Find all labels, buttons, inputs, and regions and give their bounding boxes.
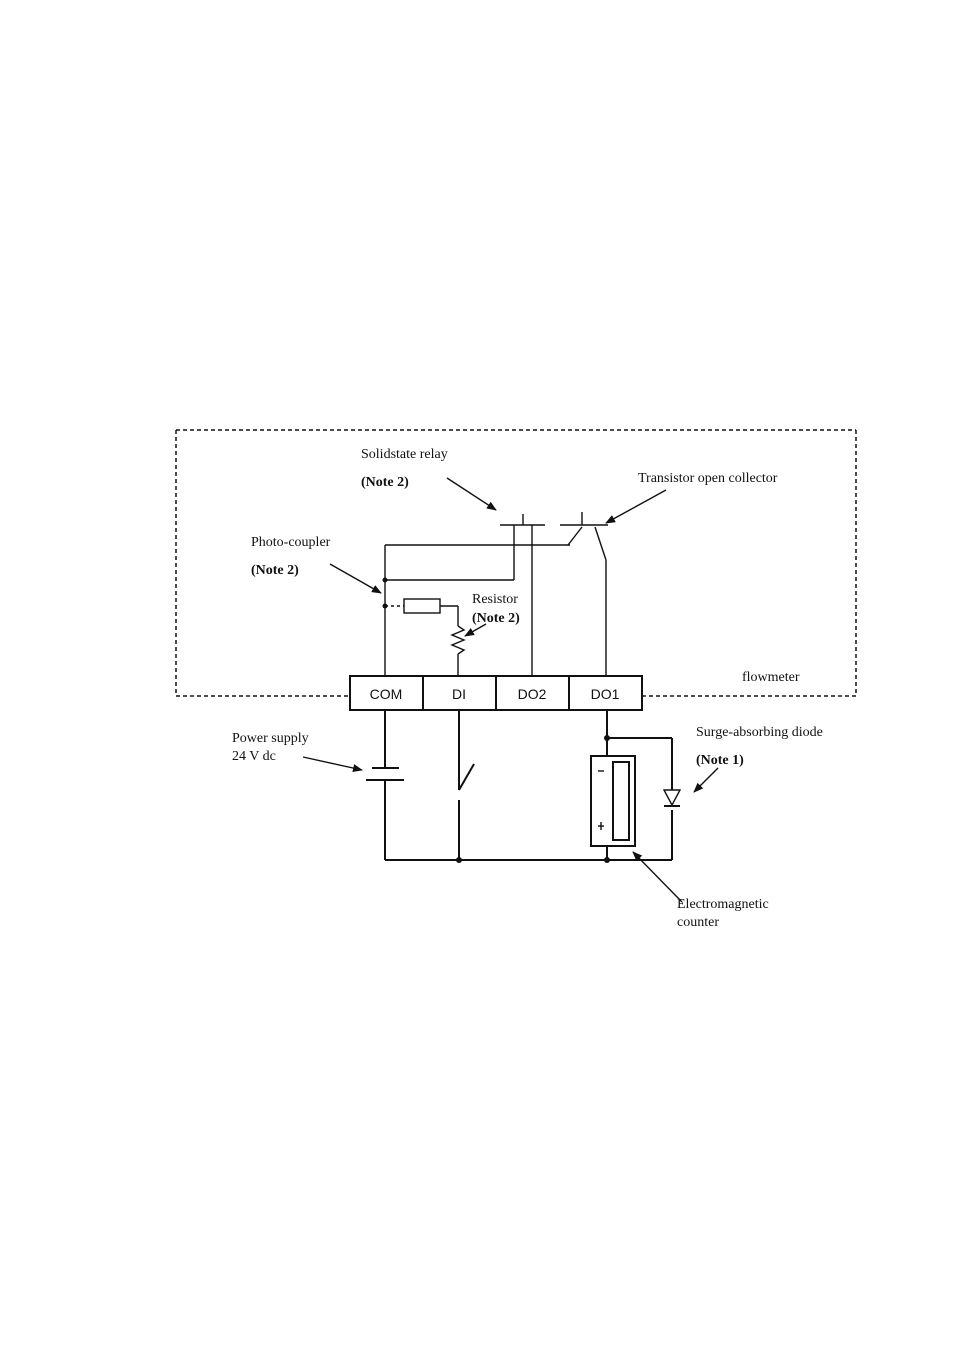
photo-coupler-note: (Note 2) <box>251 563 299 578</box>
surge-diode-label: Surge-absorbing diode <box>696 725 823 740</box>
pointer-arrows <box>303 478 718 902</box>
power-supply-voltage: 24 V dc <box>232 749 276 764</box>
photo-coupler-label: Photo-coupler <box>251 535 331 550</box>
power-supply-label: Power supply <box>232 731 309 746</box>
surge-diode-symbol <box>664 790 680 806</box>
counter-label: Electromagnetic <box>677 897 769 912</box>
electromagnetic-counter <box>591 756 635 846</box>
terminal-com: COM <box>370 686 403 702</box>
resistor-label: Resistor <box>472 592 518 607</box>
solidstate-relay-label: Solidstate relay <box>361 447 448 462</box>
terminal-block: COM DI DO2 DO1 <box>350 676 642 710</box>
surge-diode-note: (Note 1) <box>696 753 744 768</box>
counter-label-2: counter <box>677 915 719 930</box>
transistor-label: Transistor open collector <box>638 471 778 486</box>
terminal-do1: DO1 <box>591 686 620 702</box>
solidstate-relay-note: (Note 2) <box>361 475 409 490</box>
terminal-do2: DO2 <box>518 686 547 702</box>
resistor-note: (Note 2) <box>472 611 520 626</box>
terminal-di: DI <box>452 686 466 702</box>
flowmeter-label: flowmeter <box>742 670 800 685</box>
